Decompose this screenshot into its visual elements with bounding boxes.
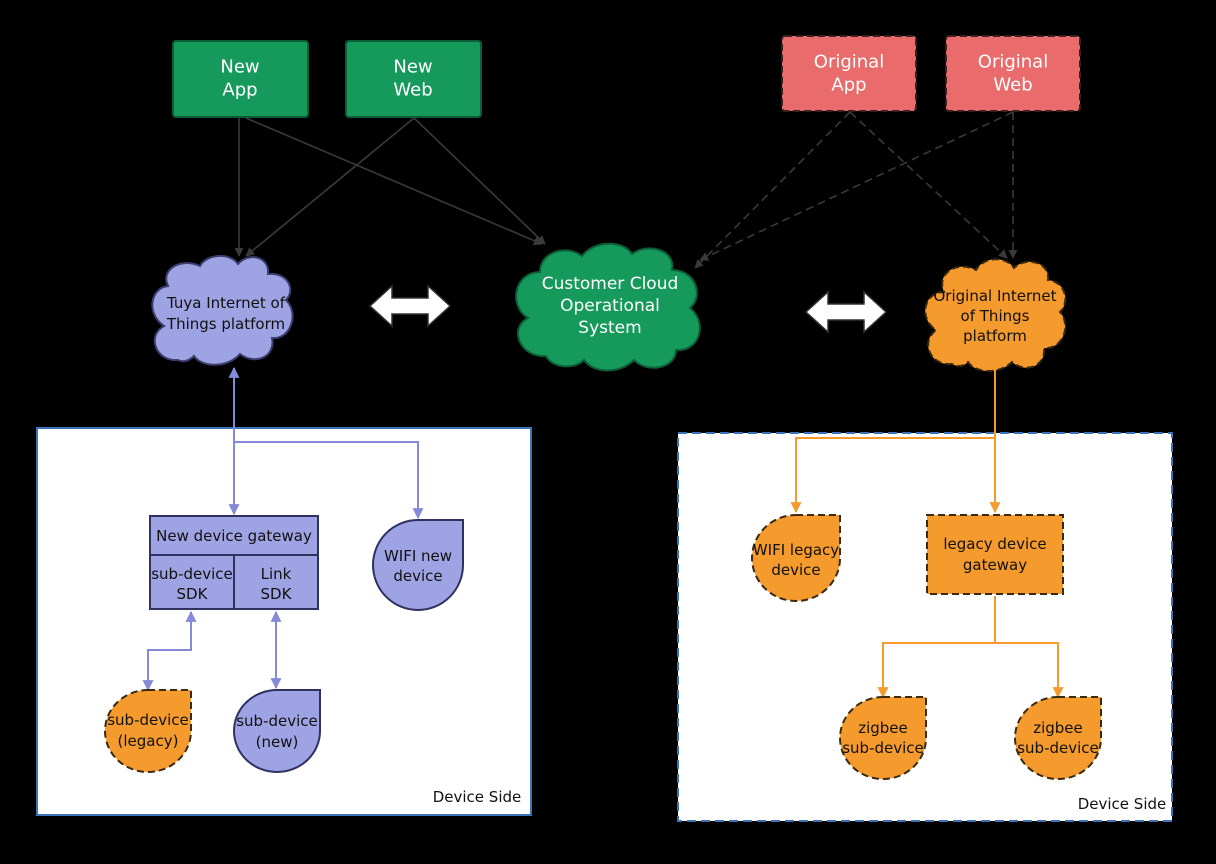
sub-device-new: sub-device (new) bbox=[233, 689, 321, 773]
wifi-new-label-line1: WIFI new bbox=[384, 547, 452, 565]
original-app-node: Original App bbox=[781, 35, 917, 112]
connector-original-web-cloud bbox=[699, 111, 1014, 261]
right-device-side-region: Device Side bbox=[677, 432, 1173, 822]
tuya-platform-label-line1: Tuya Internet of bbox=[166, 294, 286, 312]
original-app-label-line2: App bbox=[831, 75, 866, 96]
sub-device-new-label-line1: sub-device bbox=[236, 712, 318, 730]
double-arrow-icon-right bbox=[804, 290, 888, 334]
sub-device-legacy: sub-device (legacy) bbox=[104, 689, 192, 773]
new-device-gateway: New device gateway sub-device SDK Link S… bbox=[149, 515, 319, 610]
legacy-device-gateway: legacy device gateway bbox=[926, 514, 1064, 595]
legacy-gateway-label-line1: legacy device bbox=[943, 535, 1046, 553]
original-web-node: Original Web bbox=[945, 35, 1081, 112]
wifi-new-label-line2: device bbox=[393, 567, 442, 585]
legacy-device-connectors bbox=[790, 368, 1064, 699]
left-device-side-label: Device Side bbox=[433, 788, 522, 806]
connector-to-zigbee-2 bbox=[995, 642, 1064, 699]
wifi-legacy-device: WIFI legacy device bbox=[751, 514, 841, 602]
new-app-label-line1: New bbox=[220, 57, 259, 78]
sub-device-legacy-label-line2: (legacy) bbox=[118, 732, 179, 750]
double-arrow-icon-left bbox=[368, 284, 452, 328]
new-device-connectors bbox=[142, 366, 424, 692]
original-iot-platform-cloud: Original Internet of Things platform bbox=[924, 258, 1067, 372]
link-sdk-label-line2: SDK bbox=[261, 585, 293, 603]
new-web-node: New Web bbox=[345, 40, 482, 118]
new-gateway-label: New device gateway bbox=[156, 527, 312, 545]
zigbee-2-label-line1: zigbee bbox=[1033, 719, 1083, 737]
customer-cloud-label-line1: Customer Cloud bbox=[542, 274, 679, 294]
customer-cloud-label-line2: Operational bbox=[560, 296, 660, 316]
sub-device-sdk-label-line2: SDK bbox=[177, 585, 209, 603]
app-connectors bbox=[234, 111, 1018, 269]
zigbee-1-label-line1: zigbee bbox=[858, 719, 908, 737]
tuya-iot-platform-cloud: Tuya Internet of Things platform bbox=[151, 255, 294, 366]
customer-cloud-label-line3: System bbox=[578, 318, 641, 338]
original-web-label-line2: Web bbox=[993, 75, 1032, 96]
connector-new-web-cloud bbox=[413, 117, 546, 245]
zigbee-sub-device-1: zigbee sub-device bbox=[839, 696, 927, 780]
zigbee-2-label-line2: sub-device bbox=[1017, 739, 1099, 757]
wifi-new-device: WIFI new device bbox=[372, 519, 464, 611]
right-device-side-label: Device Side bbox=[1078, 795, 1167, 813]
connector-original-app-cloud bbox=[694, 111, 851, 269]
new-web-label-line2: Web bbox=[393, 80, 432, 101]
connector-to-wifi-legacy bbox=[790, 437, 995, 514]
sub-device-legacy-label-line1: sub-device bbox=[107, 711, 189, 729]
original-platform-label-line3: platform bbox=[963, 327, 1027, 345]
original-platform-label-line1: Original Internet bbox=[933, 287, 1056, 305]
tuya-platform-label-line2: Things platform bbox=[166, 315, 285, 333]
sub-device-sdk-label-line1: sub-device bbox=[151, 565, 233, 583]
link-sdk-label-line1: Link bbox=[261, 565, 292, 583]
connector-original-app-platform bbox=[849, 111, 1008, 259]
new-web-label-line1: New bbox=[393, 57, 432, 78]
new-app-node: New App bbox=[172, 40, 309, 118]
original-platform-label-line2: of Things bbox=[961, 307, 1030, 325]
zigbee-sub-device-2: zigbee sub-device bbox=[1014, 696, 1102, 780]
legacy-gateway-label-line2: gateway bbox=[963, 556, 1027, 574]
original-app-label-line1: Original bbox=[814, 52, 884, 73]
connector-to-wifi-new bbox=[234, 441, 424, 520]
connector-new-web-tuya bbox=[245, 117, 415, 257]
connector-new-app-cloud bbox=[245, 117, 543, 245]
wifi-legacy-label-line1: WIFI legacy bbox=[753, 541, 839, 559]
new-app-label-line2: App bbox=[222, 80, 257, 101]
customer-cloud-os-cloud: Customer Cloud Operational System bbox=[515, 242, 701, 372]
connector-to-zigbee-1 bbox=[877, 596, 996, 699]
zigbee-1-label-line2: sub-device bbox=[842, 739, 924, 757]
connector-sdk-legacy bbox=[142, 610, 197, 692]
original-web-label-line1: Original bbox=[978, 52, 1048, 73]
wifi-legacy-label-line2: device bbox=[771, 561, 820, 579]
sub-device-new-label-line2: (new) bbox=[256, 733, 299, 751]
